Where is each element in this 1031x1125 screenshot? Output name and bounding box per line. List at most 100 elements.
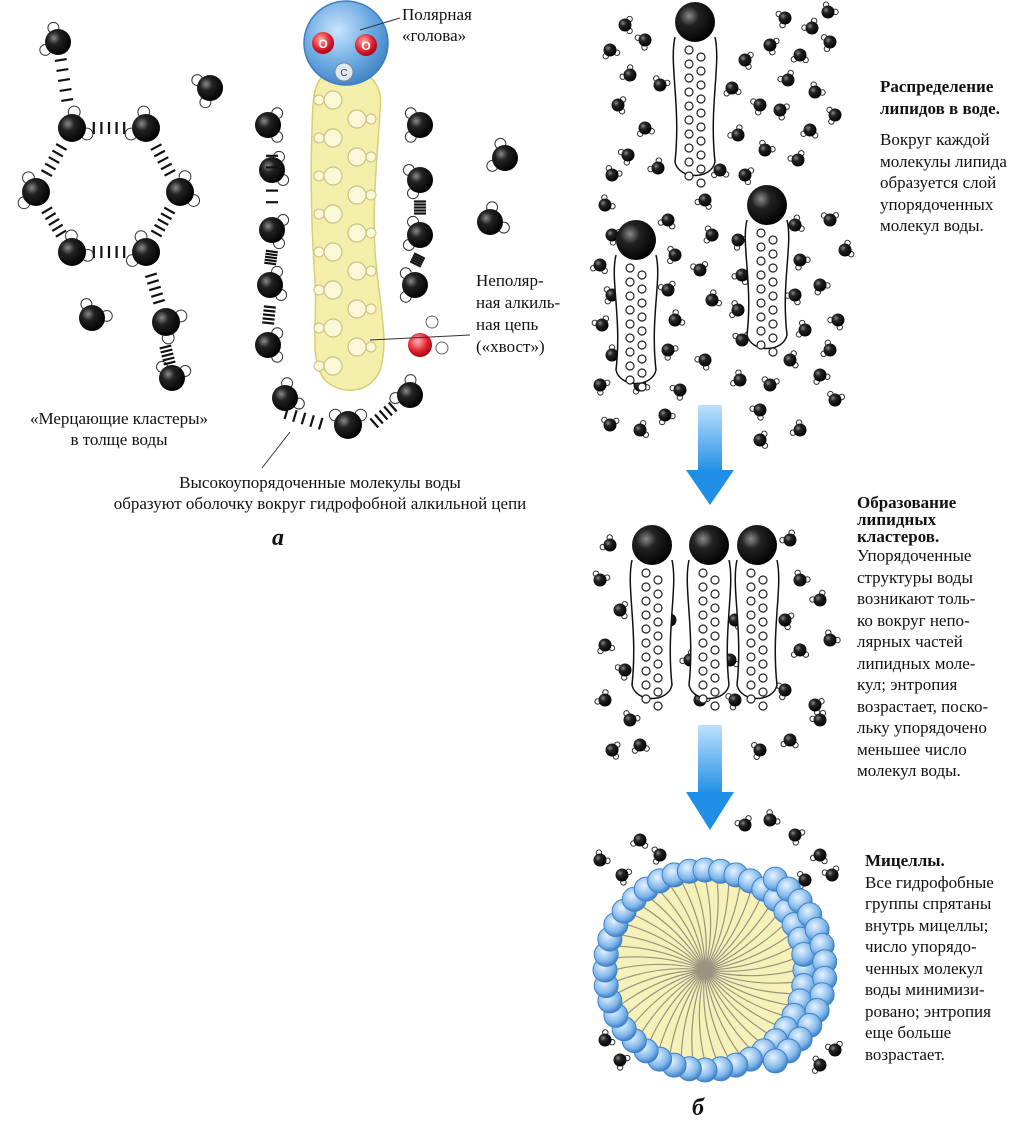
chain-atom bbox=[641, 666, 651, 676]
water-molecule bbox=[404, 107, 433, 143]
chain-atom bbox=[653, 589, 663, 599]
oxygen-atom bbox=[753, 403, 767, 417]
chain-atom bbox=[710, 659, 720, 669]
micelle-tail bbox=[704, 969, 741, 1056]
oxygen-atom bbox=[793, 643, 807, 657]
panel-b-letter: б bbox=[692, 1095, 704, 1121]
chain-atom bbox=[768, 319, 778, 329]
water-molecule bbox=[605, 228, 623, 246]
micelle-tail bbox=[648, 969, 706, 1044]
water-molecules-a bbox=[17, 21, 518, 439]
water-molecule bbox=[780, 733, 799, 749]
water-molecule bbox=[402, 215, 433, 251]
oxygen-atom bbox=[813, 278, 827, 292]
pointer-tail bbox=[369, 334, 471, 341]
oxygen-atom-1 bbox=[312, 32, 334, 54]
oxygen-atom bbox=[735, 268, 749, 282]
micelle-tail bbox=[704, 969, 752, 1051]
hydrogen-atom bbox=[313, 322, 325, 334]
oxygen-atom bbox=[793, 573, 807, 587]
chain-atom bbox=[698, 652, 708, 662]
hydrogen-bond bbox=[150, 206, 176, 238]
chain-atom bbox=[684, 73, 694, 83]
oxygen-atom bbox=[825, 868, 839, 882]
micelle-tail bbox=[631, 913, 706, 971]
water-molecule bbox=[597, 638, 616, 655]
oxygen-atom bbox=[638, 121, 652, 135]
chain-atom bbox=[710, 617, 720, 627]
chain-atom bbox=[637, 368, 647, 378]
chain-atom bbox=[625, 347, 635, 357]
water-molecule bbox=[598, 1029, 616, 1047]
water-molecule bbox=[838, 239, 855, 258]
chain-atom bbox=[641, 652, 651, 662]
oxygen-atom-2 bbox=[355, 34, 377, 56]
chain-atom bbox=[641, 624, 651, 634]
step3-text: Все гидрофобные группы спрятаны внутрь м… bbox=[865, 872, 994, 1064]
oxygen-atom bbox=[618, 663, 632, 677]
chain-atom bbox=[746, 624, 756, 634]
oxygen-atom bbox=[255, 112, 281, 138]
oxygen-atom bbox=[753, 98, 767, 112]
chain-atom bbox=[758, 589, 768, 599]
micelle-tail bbox=[639, 969, 706, 1036]
water-molecule bbox=[809, 589, 827, 607]
water-molecule bbox=[602, 43, 621, 60]
oxygen-atom bbox=[778, 613, 792, 627]
oxygen-atom bbox=[813, 593, 827, 607]
oxygen-atom bbox=[598, 693, 612, 707]
oxygen-atom bbox=[492, 145, 518, 171]
water-molecule bbox=[619, 64, 637, 82]
chain-atom bbox=[746, 638, 756, 648]
nonpolar-tail-label: Неполяр- ная алкиль- ная цепь («хвост») bbox=[476, 271, 561, 356]
micelle-tail bbox=[704, 896, 762, 971]
water-molecule bbox=[592, 570, 611, 587]
ordered-shell-label: Высокоупорядоченные молекулы воды образу… bbox=[113, 473, 527, 513]
oxygen-atom bbox=[823, 633, 837, 647]
micelle-tail bbox=[704, 934, 791, 971]
oxygen-atom bbox=[778, 683, 792, 697]
micelle-tails bbox=[613, 878, 797, 1062]
oxygen-atom bbox=[605, 743, 619, 757]
chain-atom bbox=[758, 687, 768, 697]
chain-atom bbox=[696, 66, 706, 76]
chain-atom bbox=[637, 284, 647, 294]
oxygen-atom bbox=[813, 848, 827, 862]
water-molecule bbox=[657, 280, 676, 297]
chain-atom bbox=[698, 694, 708, 704]
lipid-head bbox=[632, 525, 672, 565]
oxygen-atom bbox=[618, 18, 632, 32]
oxygen-atom bbox=[593, 573, 607, 587]
lipid-tail bbox=[686, 559, 732, 700]
oxygen-atom bbox=[593, 378, 607, 392]
water-molecule bbox=[787, 150, 805, 167]
water-molecule bbox=[775, 10, 792, 29]
lipid-molecule bbox=[686, 525, 732, 711]
water-molecule bbox=[694, 193, 712, 210]
water-molecule bbox=[630, 833, 649, 849]
carbon-atom bbox=[323, 128, 343, 148]
oxygen-atom bbox=[698, 353, 712, 367]
oxygen-atom bbox=[598, 1033, 612, 1047]
oxygen-atom bbox=[259, 217, 285, 243]
water-molecule bbox=[820, 212, 840, 227]
water-molecule bbox=[824, 1040, 843, 1057]
chain-atom bbox=[653, 645, 663, 655]
micelle-tail bbox=[680, 969, 706, 1059]
oxygen-atom bbox=[668, 313, 682, 327]
oxygen-atom bbox=[763, 378, 777, 392]
micelle-tail bbox=[704, 957, 797, 972]
carbon-atom bbox=[323, 356, 343, 376]
water-molecule bbox=[821, 865, 840, 882]
hydrogen-bond bbox=[264, 249, 278, 266]
water-molecule bbox=[58, 105, 94, 142]
chain-atom bbox=[684, 101, 694, 111]
chain-atom bbox=[696, 150, 706, 160]
micelle-tail bbox=[704, 969, 797, 977]
chain-atom bbox=[684, 143, 694, 153]
chain-atom bbox=[696, 108, 706, 118]
micelle-tail bbox=[658, 889, 706, 971]
micelle-tail bbox=[616, 945, 706, 971]
tail-water-h1 bbox=[425, 315, 439, 329]
water-molecule bbox=[611, 96, 627, 115]
